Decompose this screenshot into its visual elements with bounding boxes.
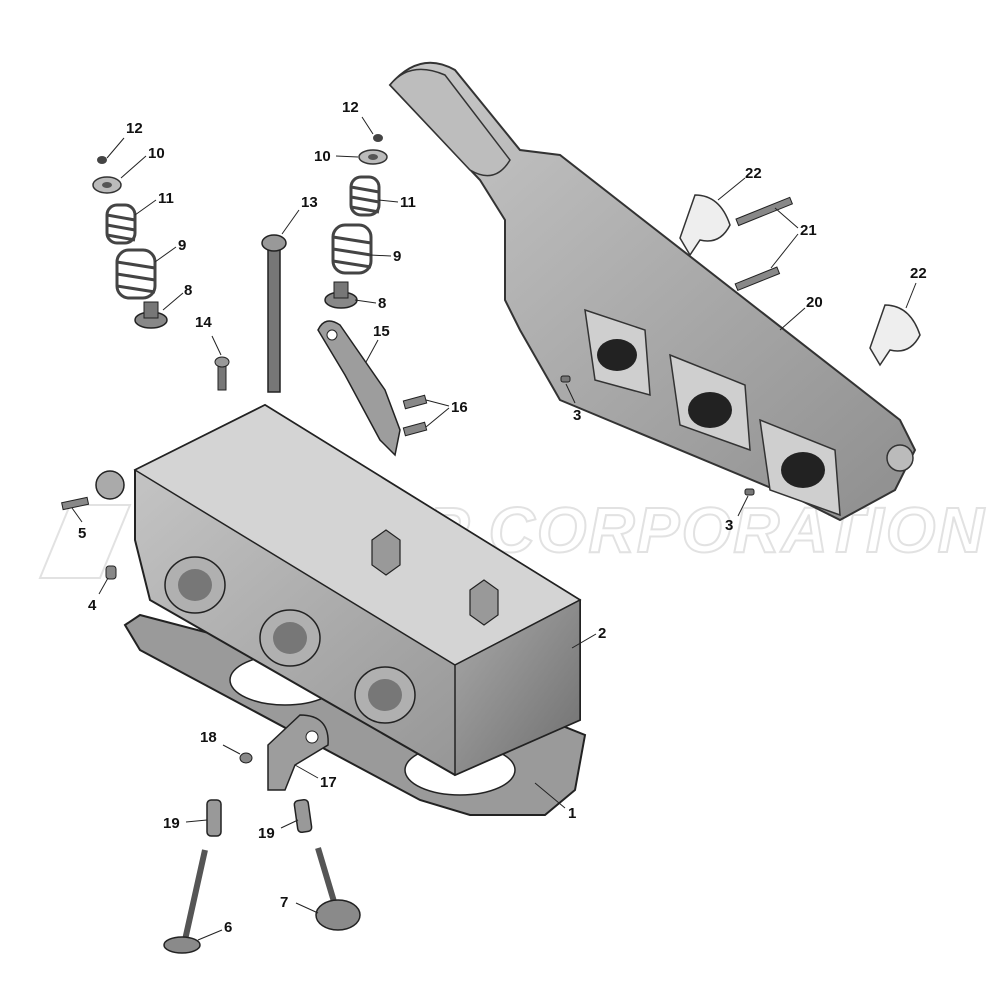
callout-label: 19	[163, 815, 180, 832]
dowel-pin	[105, 565, 117, 580]
callout-label: 18	[200, 729, 217, 746]
callout-18: 18	[200, 729, 241, 755]
callout-label: 15	[373, 323, 390, 340]
valve-spring-outer-left	[115, 248, 157, 300]
lifting-bracket	[317, 320, 401, 457]
callout-label: 20	[806, 294, 823, 311]
callout-11b: 11	[378, 194, 416, 211]
valve-guide	[293, 798, 313, 834]
callout-10a: 10	[120, 145, 165, 179]
callout-8b: 8	[354, 295, 386, 312]
exhaust-port	[669, 353, 751, 452]
intake-port	[259, 609, 321, 667]
bracket-bolt	[402, 421, 428, 437]
callout-2: 2	[571, 625, 606, 649]
callout-label: 19	[258, 825, 275, 842]
callout-20: 20	[779, 294, 823, 331]
callout-label: 4	[88, 597, 97, 614]
callout-8a: 8	[162, 282, 192, 311]
callout-3a: 3	[565, 383, 581, 424]
callout-5: 5	[71, 507, 86, 542]
exhaust-valve	[315, 847, 361, 931]
support-bracket	[267, 714, 329, 791]
callout-label: 11	[158, 190, 174, 207]
callout-label: 9	[178, 237, 186, 254]
callout-layer: 1 2 3 3 4 5 6 7 8 8 9 9 10 10 11 11 12 1…	[71, 99, 927, 941]
callout-16: 16	[425, 399, 468, 428]
callout-7: 7	[280, 894, 319, 914]
callout-10b: 10	[314, 148, 359, 165]
heat-shield-clip	[679, 194, 731, 257]
valve-spring-inner-right	[349, 175, 381, 217]
stud	[61, 496, 90, 511]
callout-13: 13	[281, 194, 318, 235]
manifold-bolt	[735, 196, 794, 227]
callout-label: 3	[573, 407, 581, 424]
valve-spring-inner-left	[105, 203, 137, 245]
callout-label: 7	[280, 894, 288, 911]
exhaust-port	[759, 418, 841, 517]
callout-9a: 9	[154, 237, 186, 263]
callout-label: 14	[195, 314, 212, 331]
intake-valve	[163, 849, 208, 954]
bracket-bolt	[402, 394, 428, 410]
callout-label: 22	[745, 165, 762, 182]
spring-retainer-left	[92, 176, 122, 194]
manifold-bolt	[734, 266, 781, 292]
cylinder-head-bolt	[261, 234, 287, 393]
screw	[214, 356, 230, 391]
callout-label: 16	[451, 399, 468, 416]
callout-14: 14	[195, 314, 222, 356]
callout-label: 17	[320, 774, 337, 791]
callout-label: 13	[301, 194, 318, 211]
callout-label: 2	[598, 625, 606, 642]
valve-stem-seal-right	[324, 281, 358, 309]
callout-label: 11	[400, 194, 416, 211]
intake-port	[354, 666, 416, 724]
dowel-pin	[560, 375, 571, 383]
valve-guide	[206, 799, 222, 837]
valve-spring-outer-right	[331, 223, 373, 275]
callout-19a: 19	[163, 815, 208, 832]
callout-label: 9	[393, 248, 401, 265]
callout-label: 10	[314, 148, 331, 165]
callout-label: 12	[126, 120, 143, 137]
callout-1: 1	[534, 782, 576, 822]
exhaust-manifold	[388, 61, 917, 522]
callout-12a: 12	[106, 120, 143, 159]
callout-label: 10	[148, 145, 165, 162]
spring-retainer-right	[358, 149, 388, 165]
callout-3b: 3	[725, 495, 749, 534]
callout-11a: 11	[134, 190, 174, 216]
callout-19b: 19	[258, 819, 299, 842]
callout-label: 22	[910, 265, 927, 282]
valve-stem-seal-left	[134, 301, 168, 329]
callout-22b: 22	[905, 265, 927, 309]
callout-17: 17	[294, 764, 337, 791]
callout-label: 8	[378, 295, 386, 312]
callout-label: 3	[725, 517, 733, 534]
intake-port	[164, 556, 226, 614]
callout-label: 1	[568, 805, 576, 822]
callout-label: 12	[342, 99, 359, 116]
dowel-pin	[744, 488, 755, 496]
callout-9b: 9	[369, 248, 401, 265]
callout-label: 5	[78, 525, 86, 542]
callout-21: 21	[770, 207, 817, 269]
valve-cotter-left	[97, 156, 107, 164]
valve-cotter-right	[373, 134, 383, 142]
callout-6: 6	[197, 919, 232, 941]
callout-label: 6	[224, 919, 232, 936]
exhaust-port	[584, 308, 651, 397]
callout-4: 4	[88, 577, 109, 614]
callout-label: 21	[800, 222, 817, 239]
callout-22a: 22	[717, 165, 762, 201]
heat-shield-clip	[869, 304, 921, 367]
callout-15: 15	[365, 323, 390, 363]
callout-label: 8	[184, 282, 192, 299]
cylinder-head	[95, 403, 582, 777]
screw	[239, 752, 253, 764]
callout-12b: 12	[342, 99, 374, 135]
